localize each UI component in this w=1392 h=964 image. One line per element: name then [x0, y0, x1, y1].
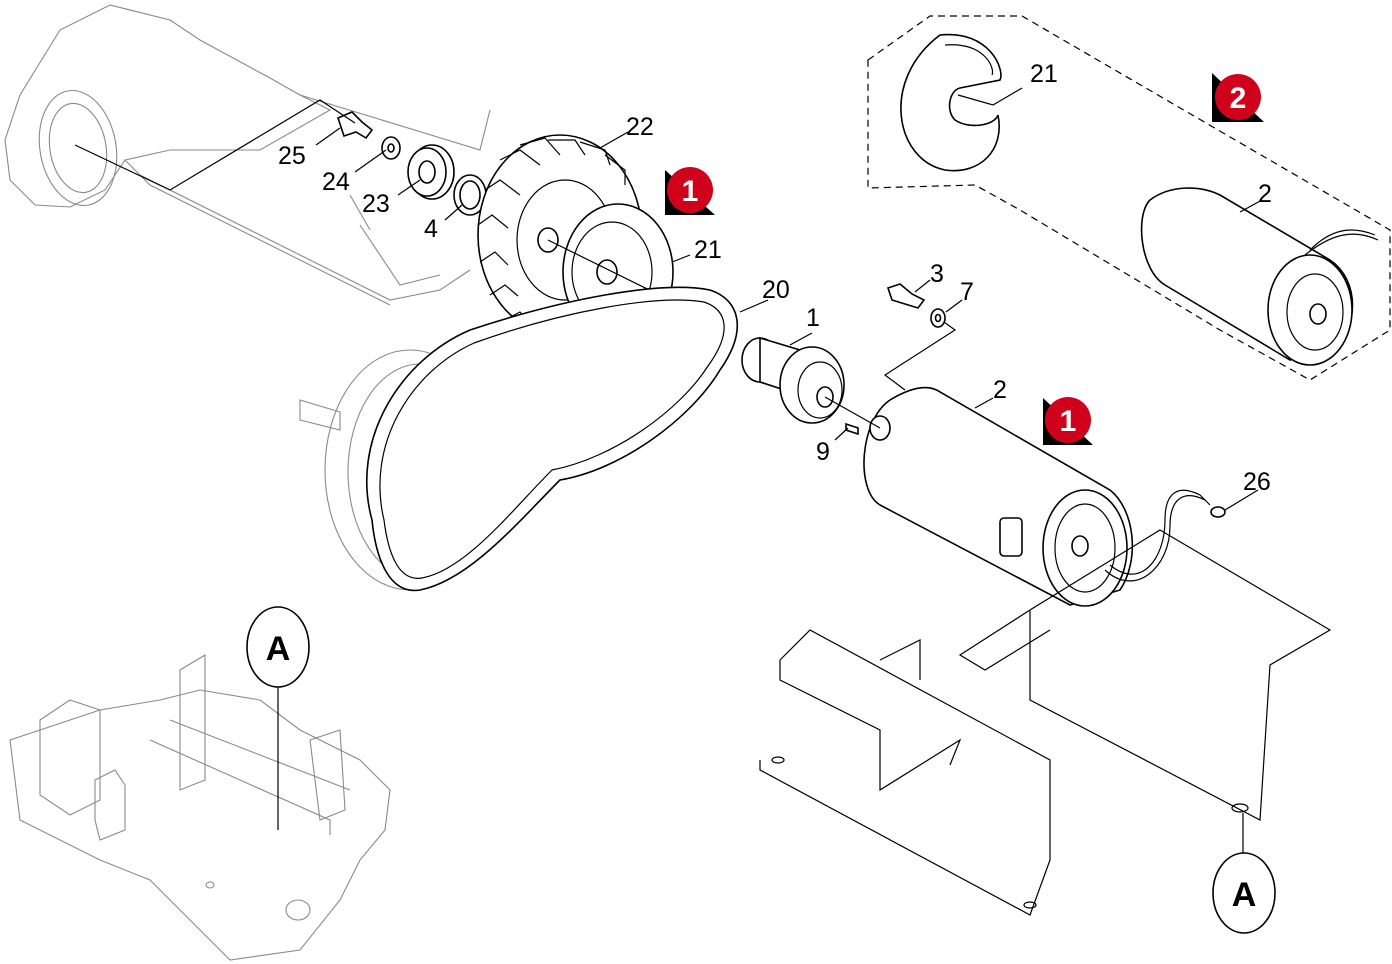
washer-part-7: [930, 308, 946, 328]
callout-21-fan: 21: [694, 236, 722, 264]
alt-motor-part-2: [1140, 187, 1379, 366]
callout-25: 25: [278, 142, 306, 170]
callout-1: 1: [806, 304, 820, 332]
bearing-part-23: [407, 144, 455, 200]
svg-text:2: 2: [1230, 82, 1247, 115]
key-part-9: [845, 422, 859, 436]
motor-axis-line: [824, 396, 881, 429]
alternative-variant-box: [867, 15, 1391, 381]
callout-23: 23: [362, 190, 390, 218]
callout-22: 22: [626, 113, 654, 141]
shield-disc-part-21: [900, 33, 1002, 172]
callout-4: 4: [424, 215, 438, 243]
callout-7: 7: [960, 278, 974, 306]
coupling-part-1: [741, 336, 845, 424]
drive-belt-part-20: [366, 286, 738, 592]
motor-bracket-outline: [759, 529, 1332, 916]
frame-arm-outline: [4, 4, 491, 306]
bolt-part-3: [886, 283, 926, 309]
callout-2-motor: 2: [993, 376, 1007, 404]
callout-3: 3: [930, 260, 944, 288]
callout-9: 9: [816, 438, 830, 466]
callout-21-shield: 21: [1030, 60, 1058, 88]
chassis-outline: [9, 654, 391, 961]
hub-axis-line: [74, 99, 356, 191]
svg-text:1: 1: [682, 175, 699, 208]
variant-badge-motor: 1: [1043, 397, 1093, 445]
svg-text:A: A: [1232, 876, 1257, 914]
detail-ref-a-chassis: A: [246, 606, 310, 688]
detail-ref-a-bracket: A: [1212, 852, 1276, 934]
svg-text:1: 1: [1060, 405, 1077, 438]
variant-badge-alternative: 2: [1212, 73, 1264, 122]
callout-26: 26: [1243, 468, 1271, 496]
bolt-axis-line: [883, 321, 957, 391]
bolt-part-25: [337, 111, 374, 140]
callout-24: 24: [322, 168, 350, 196]
variant-badge-fan: 1: [665, 167, 715, 215]
wire-lead-part-26: [1104, 489, 1226, 582]
callout-2-alt-motor: 2: [1258, 180, 1272, 208]
callout-20: 20: [762, 276, 790, 304]
shield-leader-line: [957, 87, 1023, 106]
washer-part-24: [381, 136, 401, 160]
svg-text:A: A: [266, 630, 291, 668]
callout-leaders: [315, 127, 1263, 511]
callout-labels: 25 24 23 4 22 21 20 1 9 3 7 2 26 21 2: [278, 60, 1272, 496]
motor-part-2: [863, 386, 1134, 607]
